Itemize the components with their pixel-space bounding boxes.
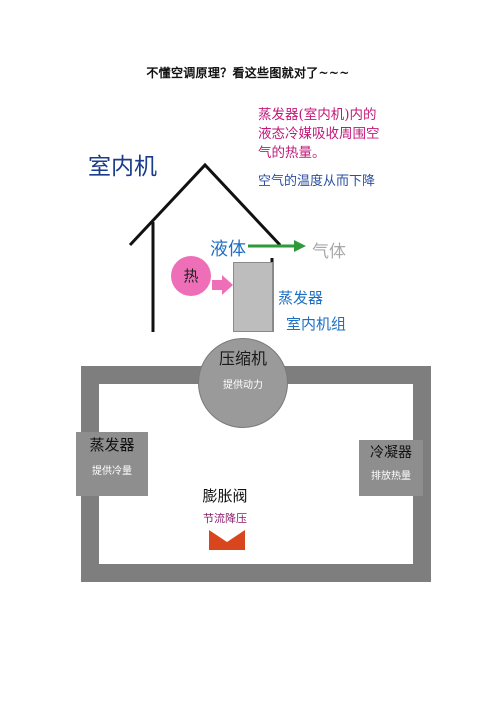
indoor-unit-title: 室内机 xyxy=(88,154,157,180)
condenser-node-title: 冷凝器 xyxy=(370,445,412,461)
gas-label: 气体 xyxy=(312,242,346,262)
evaporator-annotation: 蒸发器(室内机)内的 液态冷媒吸收周围空 气的热量。 xyxy=(258,106,458,163)
annotation-line-3: 气的热量。 xyxy=(258,145,326,161)
annotation-line-1: 蒸发器(室内机)内的 xyxy=(258,107,377,123)
liquid-label: 液体 xyxy=(210,239,246,260)
expansion-valve-title: 膨胀阀 xyxy=(202,487,248,505)
compressor-circle xyxy=(198,338,288,428)
heat-circle: 热 xyxy=(171,256,211,296)
page-title: 不懂空调原理？看这些图就对了~~~ xyxy=(146,66,350,80)
condenser-node-subtitle: 排放热量 xyxy=(371,471,411,482)
evaporator-node-title: 蒸发器 xyxy=(89,436,135,454)
evaporator-node xyxy=(76,432,148,496)
evaporator-label: 蒸发器 xyxy=(278,289,324,307)
flow-arrow xyxy=(248,240,306,252)
heat-arrow xyxy=(212,275,233,295)
compressor-title: 压缩机 xyxy=(218,349,267,368)
compressor-subtitle: 提供动力 xyxy=(223,380,263,391)
annotation-line-2: 液态冷媒吸收周围空 xyxy=(258,126,380,142)
evaporator-block xyxy=(233,262,273,332)
expansion-valve-subtitle: 节流降压 xyxy=(203,512,247,525)
condenser-node xyxy=(359,440,423,496)
indoor-unit-group-label: 室内机组 xyxy=(286,315,347,333)
expansion-valve-shape xyxy=(209,530,245,550)
evaporator-node-subtitle: 提供冷量 xyxy=(92,466,132,477)
temperature-annotation: 空气的温度从而下降 xyxy=(258,174,376,189)
